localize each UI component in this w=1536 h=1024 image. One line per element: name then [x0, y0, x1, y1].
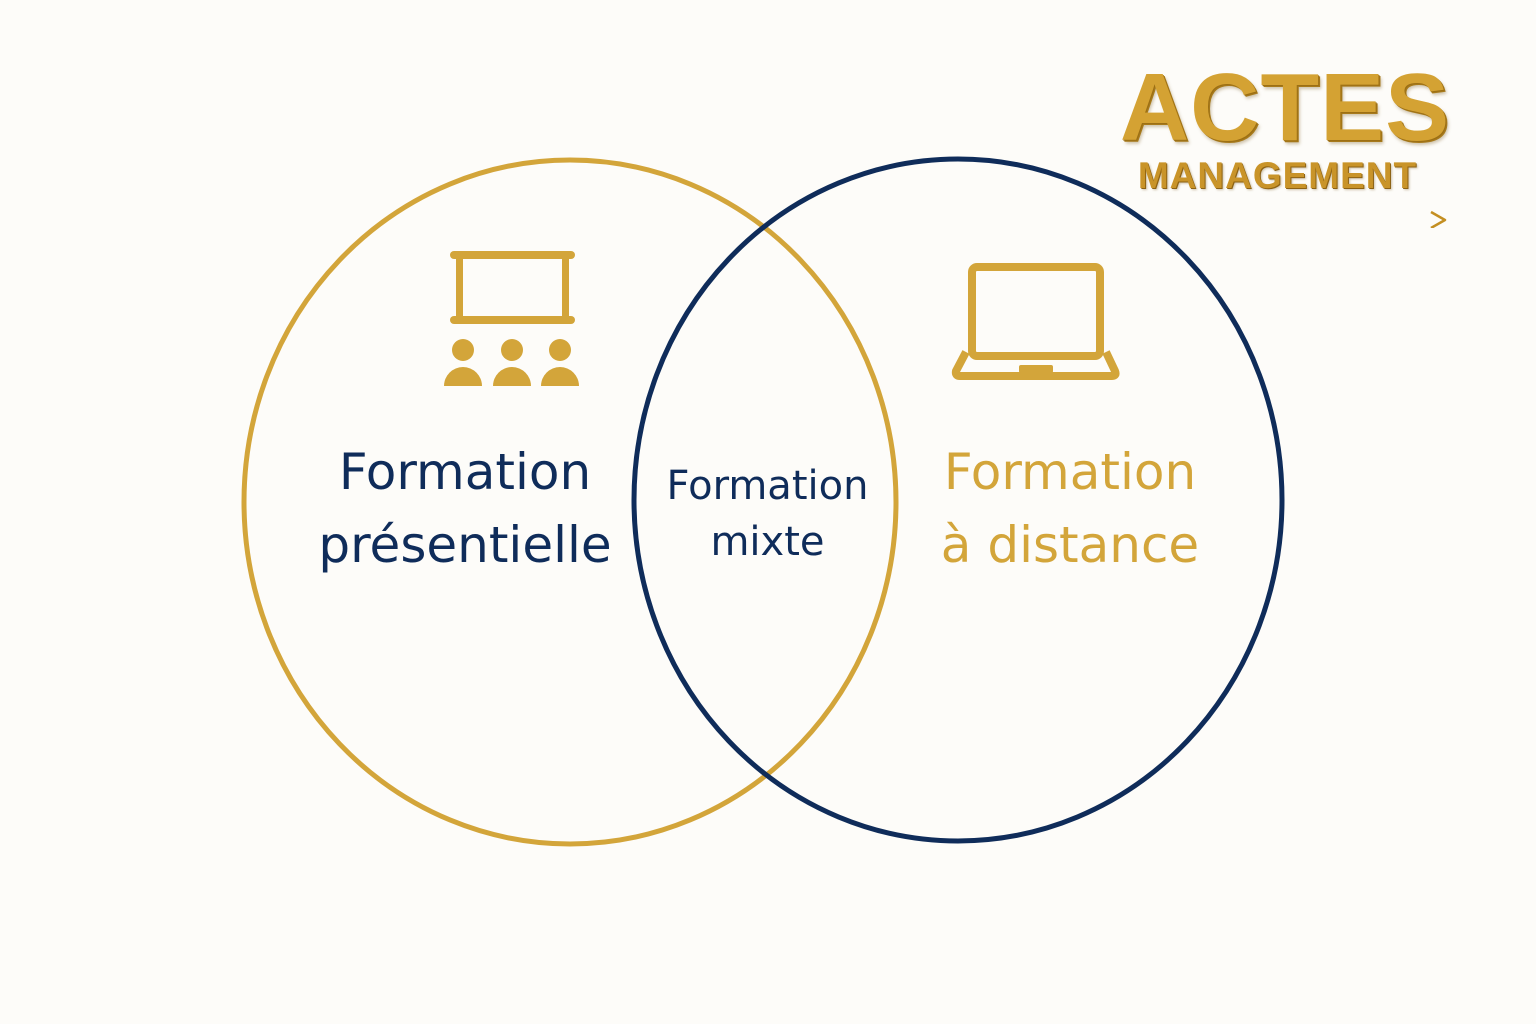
right-arrow-icon: [1185, 210, 1447, 228]
distance-label-line1: Formation: [943, 443, 1197, 501]
logo-title: ACTES: [1119, 54, 1451, 161]
presentiel-circle: [241, 157, 899, 847]
mixte-label-line2: mixte: [710, 519, 825, 565]
presentiel-label: Formation présentielle: [290, 436, 640, 581]
mixte-label: Formation mixte: [640, 458, 895, 570]
actes-management-logo: ACTES MANAGEMENT: [1110, 58, 1460, 238]
logo-subtitle: MANAGEMENT: [1137, 155, 1418, 196]
distance-label: Formation à distance: [905, 436, 1235, 581]
mixte-label-line1: Formation: [666, 463, 869, 509]
laptop-icon: [951, 263, 1120, 380]
distance-label-line2: à distance: [940, 515, 1200, 574]
distance-circle: [631, 156, 1285, 844]
presentiel-label-line2: présentielle: [318, 515, 612, 574]
classroom-presentation-icon: [444, 251, 579, 386]
presentiel-label-line1: Formation: [338, 443, 592, 501]
